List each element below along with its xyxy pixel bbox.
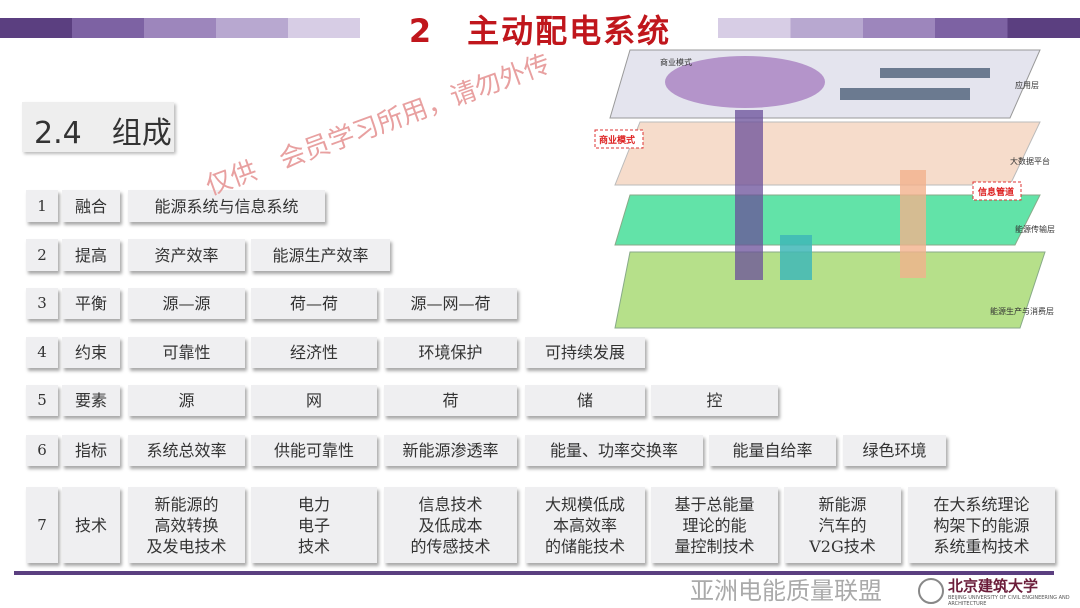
layer-label-bigdata: 大数据平台 [1010,156,1050,166]
table-cell: 源—源 [128,288,245,319]
table-cell: 源—网—荷 [384,288,517,319]
table-cell: 经济性 [251,337,377,368]
table-cell: 信息技术 及低成本 的传感技术 [384,487,517,563]
diagonal-watermark: 仅供 会员学习所用，请勿外传 [202,49,555,202]
layer-production [614,251,1046,329]
active-distribution-diagram: 商业模式 信息管道 商业模式 应用层 大数据平台 能源传输层 能源生产与消费层 [594,49,1055,329]
table-cell: 基于总能量 理论的能 量控制技术 [651,487,778,563]
row-label: 提高 [62,239,120,271]
university-seal-icon [918,578,944,604]
row-label: 技术 [62,487,120,563]
table-cell: 新能源的 高效转换 及发电技术 [128,487,245,563]
table-cell: 荷—荷 [251,288,377,319]
table-cell: 大规模低成 本高效率 的储能技术 [525,487,645,563]
row-label: 要素 [62,385,120,416]
table-cell: 能源系统与信息系统 [128,190,325,222]
row-label: 平衡 [62,288,120,319]
header-bar-left [0,18,360,38]
top-business-model-label: 商业模式 [660,57,692,67]
table-cell: 环境保护 [384,337,517,368]
callout-info-pipe: 信息管道 [978,186,1014,198]
layer-label-production: 能源生产与消费层 [990,306,1054,316]
layer-bigdata [614,121,1041,186]
table-cell: 控 [651,385,778,416]
table-cell: 绿色环境 [843,435,946,466]
table-cell: 能量、功率交换率 [525,435,703,466]
table-cell: 能量自给率 [709,435,836,466]
row-label: 融合 [62,190,120,222]
table-cell: 在大系统理论 构架下的能源 系统重构技术 [908,487,1055,563]
row-number: 5 [26,385,58,416]
wechat-watermark: 亚洲电能质量联盟 [690,577,882,605]
callout-business-model: 商业模式 [599,134,635,146]
row-number: 1 [26,190,58,222]
table-cell: 系统总效率 [128,435,245,466]
table-cell: 可靠性 [128,337,245,368]
row-number: 7 [26,487,58,563]
footer-divider [14,571,1054,575]
table-cell: 供能可靠性 [251,435,377,466]
page-title: 2 主动配电系统 [408,12,672,50]
table-cell: 储 [525,385,645,416]
table-cell: 新能源渗透率 [384,435,517,466]
table-cell: 能源生产效率 [251,239,390,271]
row-number: 2 [26,239,58,271]
row-number: 6 [26,435,58,466]
table-cell: 网 [251,385,377,416]
table-cell: 荷 [384,385,517,416]
row-label: 约束 [62,337,120,368]
table-cell: 可持续发展 [525,337,645,368]
row-number: 4 [26,337,58,368]
section-title: 2.4 组成 [22,102,174,152]
table-cell: 资产效率 [128,239,245,271]
layer-label-application: 应用层 [1015,80,1039,90]
row-label: 指标 [62,435,120,466]
row-number: 3 [26,288,58,319]
header-bar-right [718,18,1080,38]
table-cell: 新能源 汽车的 V2G技术 [784,487,901,563]
layer-label-transmission: 能源传输层 [1015,224,1055,234]
table-cell: 源 [128,385,245,416]
layer-transmission [614,194,1041,246]
table-cell: 电力 电子 技术 [251,487,377,563]
